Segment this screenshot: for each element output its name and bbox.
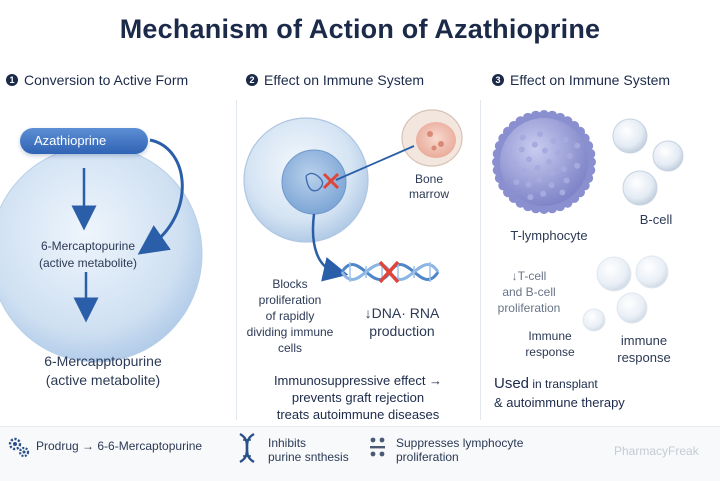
bottom-metabolite-name: 6-Mercapptopurine (44, 353, 162, 369)
panel-2-graphic (243, 109, 463, 284)
footer-item-2: Inhibits purine snthesis (268, 436, 349, 464)
blocks-proliferation-label: Blocks proliferation of rapidly dividing… (240, 276, 340, 356)
footer-item-3-line2: proliferation (396, 450, 459, 464)
marrow-connector (335, 145, 415, 181)
footer-item-1: Prodrug → 6-6-Mercaptopurine (36, 439, 203, 453)
section-1-header: 1 Conversion to Active Form (6, 72, 188, 88)
section-2-title: Effect on Immune System (264, 72, 425, 88)
section-1-title: Conversion to Active Form (24, 72, 189, 88)
bone-marrow-line1: Bone (414, 172, 444, 186)
t-lymphocyte-label: T-lymphocyte (510, 228, 588, 243)
resp2-line-2: response (617, 350, 671, 365)
bone-marrow-icon (401, 109, 463, 167)
bottom-metabolite-note: (active metabolite) (45, 372, 161, 388)
dna-rna-line1: ↓DNA· RNA (364, 305, 440, 321)
dna-rna-line2: production (369, 323, 435, 339)
gear-cluster-icon (8, 437, 30, 458)
bone-marrow-line2: marrow (408, 187, 449, 201)
panel-3-graphic (492, 110, 684, 332)
prolif-line-3: proliferation (497, 301, 561, 315)
lymphocyte-grid-icon (370, 437, 385, 457)
effect-line-3: treats autoimmune diseases (276, 407, 440, 422)
proliferation-label: ↓T-cell and B-cell proliferation (484, 268, 574, 316)
immune-response-label-2: immune response (604, 332, 684, 366)
t-lymphocyte-icon (492, 110, 596, 214)
panel-1-graphic (0, 138, 203, 363)
curved-arrow-icon-2 (311, 213, 349, 282)
blocks-line-3: of rapidly (265, 309, 315, 323)
metabolite-label: 6-Mercaptopurine (active metabolite) (18, 238, 158, 272)
cell-nucleus (281, 149, 347, 215)
divider-1 (236, 100, 237, 420)
footer-item-2-line1: Inhibits (268, 436, 307, 450)
page-title: Mechanism of Action of Azathioprine (119, 14, 601, 44)
blocks-line-4: dividing immune (246, 325, 334, 339)
section-2-number: 2 (246, 74, 258, 86)
b-cell-icon (612, 118, 684, 206)
blocks-line-1: Blocks (272, 277, 308, 291)
section-3-title: Effect on Immune System (510, 72, 671, 88)
resp1-line-2: response (525, 345, 575, 359)
blocks-line-5: cells (277, 341, 302, 355)
dna-rna-label: ↓DNA· RNA production (344, 304, 460, 340)
faded-cells-icon (582, 255, 669, 332)
immune-response-label-1: Immune response (512, 328, 588, 360)
clinical-use-label: Used in transplant & autoimmune therapy (494, 374, 714, 412)
red-x-icon (322, 172, 340, 190)
prolif-line-1: ↓T-cell (511, 269, 547, 283)
section-3-header: 3 Effect on Immune System (492, 72, 670, 88)
blocks-line-2: proliferation (258, 293, 322, 307)
section-1-number: 1 (6, 74, 18, 86)
red-x-icon-2 (378, 260, 400, 284)
footer-item-3: Suppresses lymphocyte proliferation (396, 436, 523, 464)
section-3-number: 3 (492, 74, 504, 86)
bottom-metabolite-label: 6-Mercapptopurine (active metabolite) (28, 352, 178, 390)
curved-arrow-icon (137, 138, 184, 255)
used-word: Used (494, 375, 530, 392)
metabolite-name: 6-Mercaptopurine (40, 239, 136, 253)
effect-line-1: Immunosuppressive effect → (273, 373, 443, 388)
azathioprine-pill: Azathioprine (20, 128, 148, 154)
footer-bar (0, 426, 720, 481)
used-rest: in transplant (529, 377, 598, 391)
watermark: PharmacyFreak (614, 444, 699, 458)
section-2-header: 2 Effect on Immune System (246, 72, 424, 88)
metabolite-note: (active metabolite) (38, 256, 138, 270)
resp2-line-1: immune (620, 333, 668, 348)
immunosuppressive-effect: Immunosuppressive effect → prevents graf… (246, 372, 470, 423)
used-line-2: & autoimmune therapy (494, 395, 625, 410)
b-cell-label: B-cell (639, 212, 673, 227)
resp1-line-1: Immune (528, 329, 572, 343)
effect-line-2: prevents graft rejection (291, 390, 425, 405)
divider-2 (480, 100, 481, 420)
dna-icon (239, 432, 255, 464)
footer-item-2-line2: purine snthesis (268, 450, 349, 464)
prolif-line-2: and B-cell (502, 285, 556, 299)
bone-marrow-label: Bone marrow (394, 172, 464, 202)
footer-item-3-line1: Suppresses lymphocyte (396, 436, 524, 450)
